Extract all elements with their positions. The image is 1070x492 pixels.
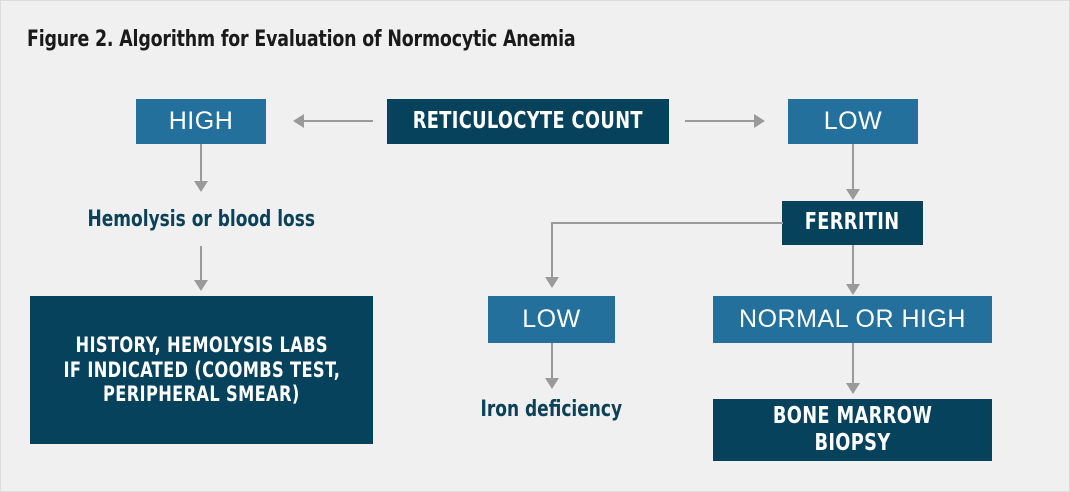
node-ferritin-label: FERRITIN [805, 209, 900, 236]
connector-retic-to-low-arrowhead [754, 114, 765, 128]
node-history-line-2: IF INDICATED (COOMBS TEST, [63, 357, 340, 382]
node-history-line-1: HISTORY, HEMOLYSIS LABS [75, 332, 328, 357]
node-reticulocyte-count[interactable]: RETICULOCYTE COUNT [387, 99, 669, 144]
figure-title: Figure 2. Algorithm for Evaluation of No… [27, 27, 576, 52]
node-low-ferritin[interactable]: LOW [488, 296, 615, 343]
connector-hemolysis-to-history-line [200, 246, 202, 281]
node-high[interactable]: HIGH [136, 99, 266, 144]
node-bone-marrow-biopsy[interactable]: BONE MARROW BIOPSY [713, 399, 992, 461]
node-low-reticulocyte[interactable]: LOW [788, 99, 918, 144]
connector-high-to-hemolysis-arrowhead [194, 181, 208, 192]
connector-ferritin-to-low-vertical [551, 222, 553, 278]
node-high-label: HIGH [168, 106, 234, 135]
node-normal-or-high[interactable]: NORMAL OR HIGH [713, 296, 992, 343]
node-low-ferritin-label: LOW [522, 304, 581, 333]
node-ferritin[interactable]: FERRITIN [782, 201, 923, 245]
node-history-line-3: PERIPHERAL SMEAR) [103, 382, 300, 407]
label-iron-deficiency: Iron deficiency [480, 397, 622, 422]
connector-low-retic-to-ferritin-arrowhead [846, 189, 860, 200]
connector-normal-to-biopsy-arrowhead [846, 383, 860, 394]
node-normal-or-high-label: NORMAL OR HIGH [739, 304, 966, 333]
connector-retic-to-low-line [685, 120, 755, 122]
connector-hemolysis-to-history-arrowhead [194, 280, 208, 291]
connector-low-to-iron-deficiency-line [551, 343, 553, 379]
connector-ferritin-to-normal-line [852, 245, 854, 285]
connector-retic-to-high-line [303, 120, 373, 122]
node-history-hemolysis-labs[interactable]: HISTORY, HEMOLYSIS LABS IF INDICATED (CO… [30, 296, 373, 444]
node-low-reticulocyte-label: LOW [823, 106, 883, 135]
connector-low-retic-to-ferritin-line [852, 144, 854, 190]
label-hemolysis-or-blood-loss: Hemolysis or blood loss [87, 207, 315, 232]
connector-normal-to-biopsy-line [852, 343, 854, 384]
node-reticulocyte-count-label: RETICULOCYTE COUNT [412, 107, 644, 134]
connector-retic-to-high-arrowhead [293, 114, 304, 128]
connector-ferritin-to-low-horizontal [551, 222, 783, 224]
node-bone-marrow-biopsy-label: BONE MARROW BIOPSY [772, 402, 933, 456]
connector-ferritin-to-normal-arrowhead [846, 284, 860, 295]
connector-low-to-iron-deficiency-arrowhead [545, 378, 559, 389]
connector-high-to-hemolysis-line [200, 144, 202, 182]
connector-ferritin-to-low-arrowhead [545, 277, 559, 288]
